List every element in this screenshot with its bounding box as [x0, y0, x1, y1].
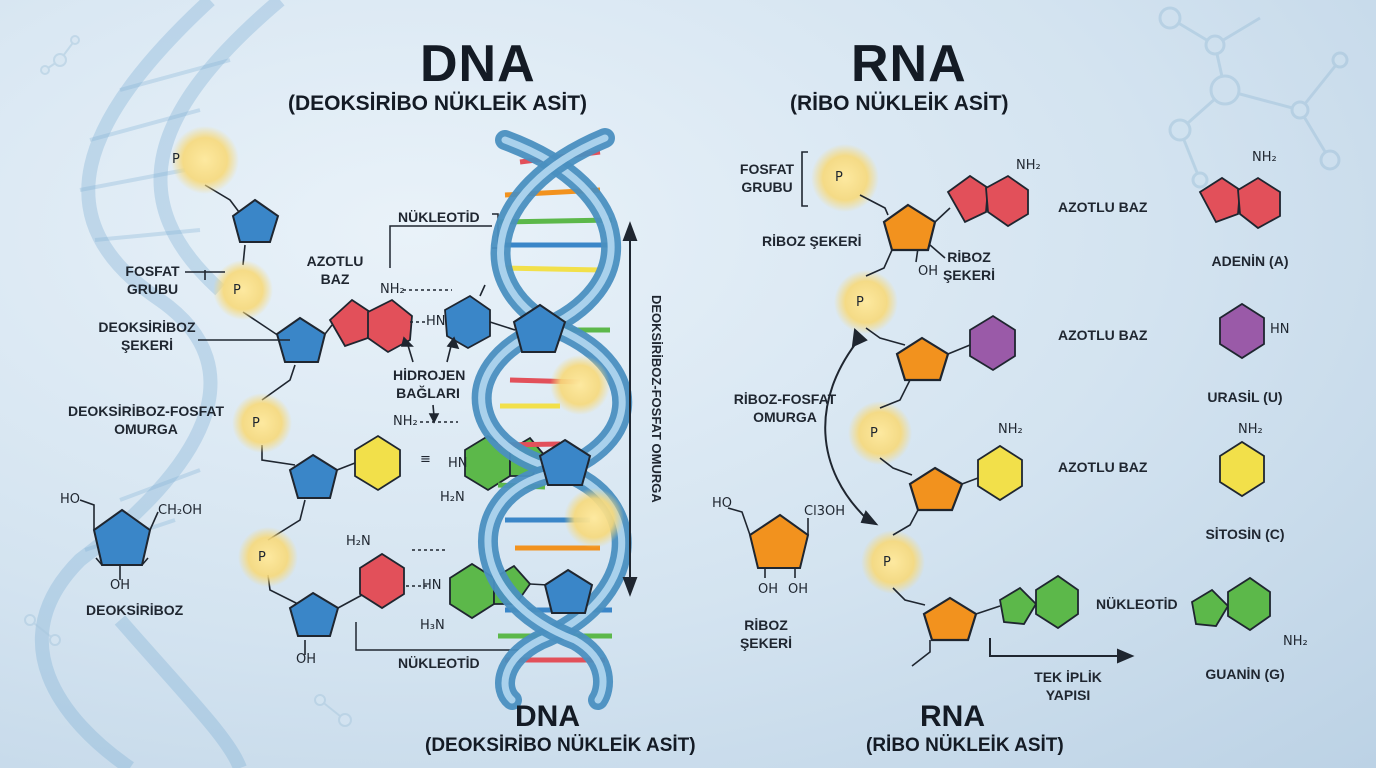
- amine-label: NH₂: [393, 414, 418, 429]
- base-cytosine-label: SİTOSİN (C): [1205, 526, 1285, 542]
- dna-subtitle: (DEOKSİRİBO NÜKLEİK ASİT): [288, 92, 588, 115]
- hydroxyl-label: OH: [918, 264, 939, 279]
- phosphate-atom-label: P: [835, 170, 843, 185]
- background-helix: [34, 0, 285, 768]
- deoxyribose-structure: [92, 508, 152, 566]
- hydroxyl-label: OH: [758, 582, 779, 597]
- deoxyribose-label: DEOKSİRİBOZ: [86, 602, 184, 618]
- amine-label: H₂N: [346, 534, 371, 549]
- rna-nitrogen-base-3: AZOTLU BAZ: [1058, 459, 1148, 475]
- phosphate-atom-label: P: [883, 555, 891, 570]
- amine-label: NH₂: [1252, 150, 1277, 165]
- hydroxyl-label: OH: [110, 578, 131, 593]
- dna-phosphate-groups: [171, 126, 298, 587]
- amine-label: NH₂: [998, 422, 1023, 437]
- phosphate-atom-label: P: [252, 416, 260, 431]
- amine-label: NH₂: [380, 282, 405, 297]
- triple-bond-label: ≡: [420, 452, 431, 467]
- hydrogen-bond-arrows: [400, 336, 460, 424]
- amine-label: NH₂: [1238, 422, 1263, 437]
- rna-subtitle: (RİBO NÜKLEİK ASİT): [790, 92, 1009, 115]
- dna-nucleotide-top-label: NÜKLEOTİD: [398, 209, 480, 225]
- rna-nucleotide-label: NÜKLEOTİD: [1096, 596, 1178, 612]
- rna-bottom-title: RNA: [920, 700, 985, 733]
- ribose-structure: [748, 513, 810, 569]
- amine-label: NH₂: [1016, 158, 1041, 173]
- backbone-span-arrow: [622, 221, 638, 597]
- molecule-decoration: [1158, 6, 1349, 189]
- rna-glycosidic-bonds: [934, 207, 1001, 615]
- base-legend-shapes: [1191, 176, 1281, 632]
- amine-label: H₃N: [420, 618, 445, 633]
- dna-bottom-subtitle: (DEOKSİRİBO NÜKLEİK ASİT): [425, 735, 696, 756]
- imine-label: HN: [448, 456, 468, 471]
- rna-ribose-sugars: [882, 203, 978, 642]
- rna-bracket: [801, 151, 808, 207]
- rna-phosphate-groups: [811, 144, 925, 594]
- hydroxyl-label: OH: [296, 652, 317, 667]
- base-uracil-label: URASİL (U): [1207, 389, 1283, 405]
- amine-label: NH₂: [1283, 634, 1308, 649]
- phosphate-atom-label: P: [870, 426, 878, 441]
- phosphate-atom-label: P: [172, 152, 180, 167]
- phosphate-atom-label: P: [233, 283, 241, 298]
- rna-nitrogen-base-2: AZOTLU BAZ: [1058, 327, 1148, 343]
- base-guanine-label: GUANİN (G): [1205, 666, 1285, 682]
- rna-nitrogen-base-1: AZOTLU BAZ: [1058, 199, 1148, 215]
- dna-deoxyribose-sugars: [231, 198, 340, 637]
- dna-title: DNA: [420, 35, 536, 93]
- molecule-decoration-left: [24, 35, 352, 727]
- ch2oh-label: CH₂OH: [158, 503, 203, 518]
- rna-backbone-arrow: [824, 327, 879, 526]
- phosphate-atom-label: P: [258, 550, 266, 565]
- rna-title: RNA: [851, 35, 967, 93]
- dna-bottom-title: DNA: [515, 700, 580, 733]
- base-adenine-label: ADENİN (A): [1211, 253, 1289, 269]
- imine-label: HN: [426, 314, 446, 329]
- rna-ribose-sugar-label: RİBOZ ŞEKERİ: [762, 233, 862, 249]
- hydroxyl-label: HO: [60, 492, 81, 507]
- dna-hydrogen-bonds: [403, 289, 458, 587]
- dna-double-helix: [471, 128, 633, 710]
- rna-bases: [946, 174, 1079, 630]
- imine-label: HN: [422, 578, 442, 593]
- single-strand-arrow: [989, 638, 1135, 664]
- rna-bottom-subtitle: (RİBO NÜKLEİK ASİT): [866, 735, 1064, 756]
- dna-nucleotide-bottom-label: NÜKLEOTİD: [398, 655, 480, 671]
- phosphate-atom-label: P: [856, 295, 864, 310]
- c13oh-label: Cl3OH: [804, 504, 845, 519]
- amine-label: H₂N: [440, 490, 465, 505]
- deoxyribose-bonds: [79, 499, 159, 580]
- hydroxyl-label: OH: [788, 582, 809, 597]
- dna-vertical-backbone-label: DEOKSİRİBOZ-FOSFAT OMURGA: [649, 295, 664, 503]
- ribose-bonds: [727, 507, 809, 578]
- imine-label: HN: [1270, 322, 1290, 337]
- hydroxyl-label: HO: [712, 496, 733, 511]
